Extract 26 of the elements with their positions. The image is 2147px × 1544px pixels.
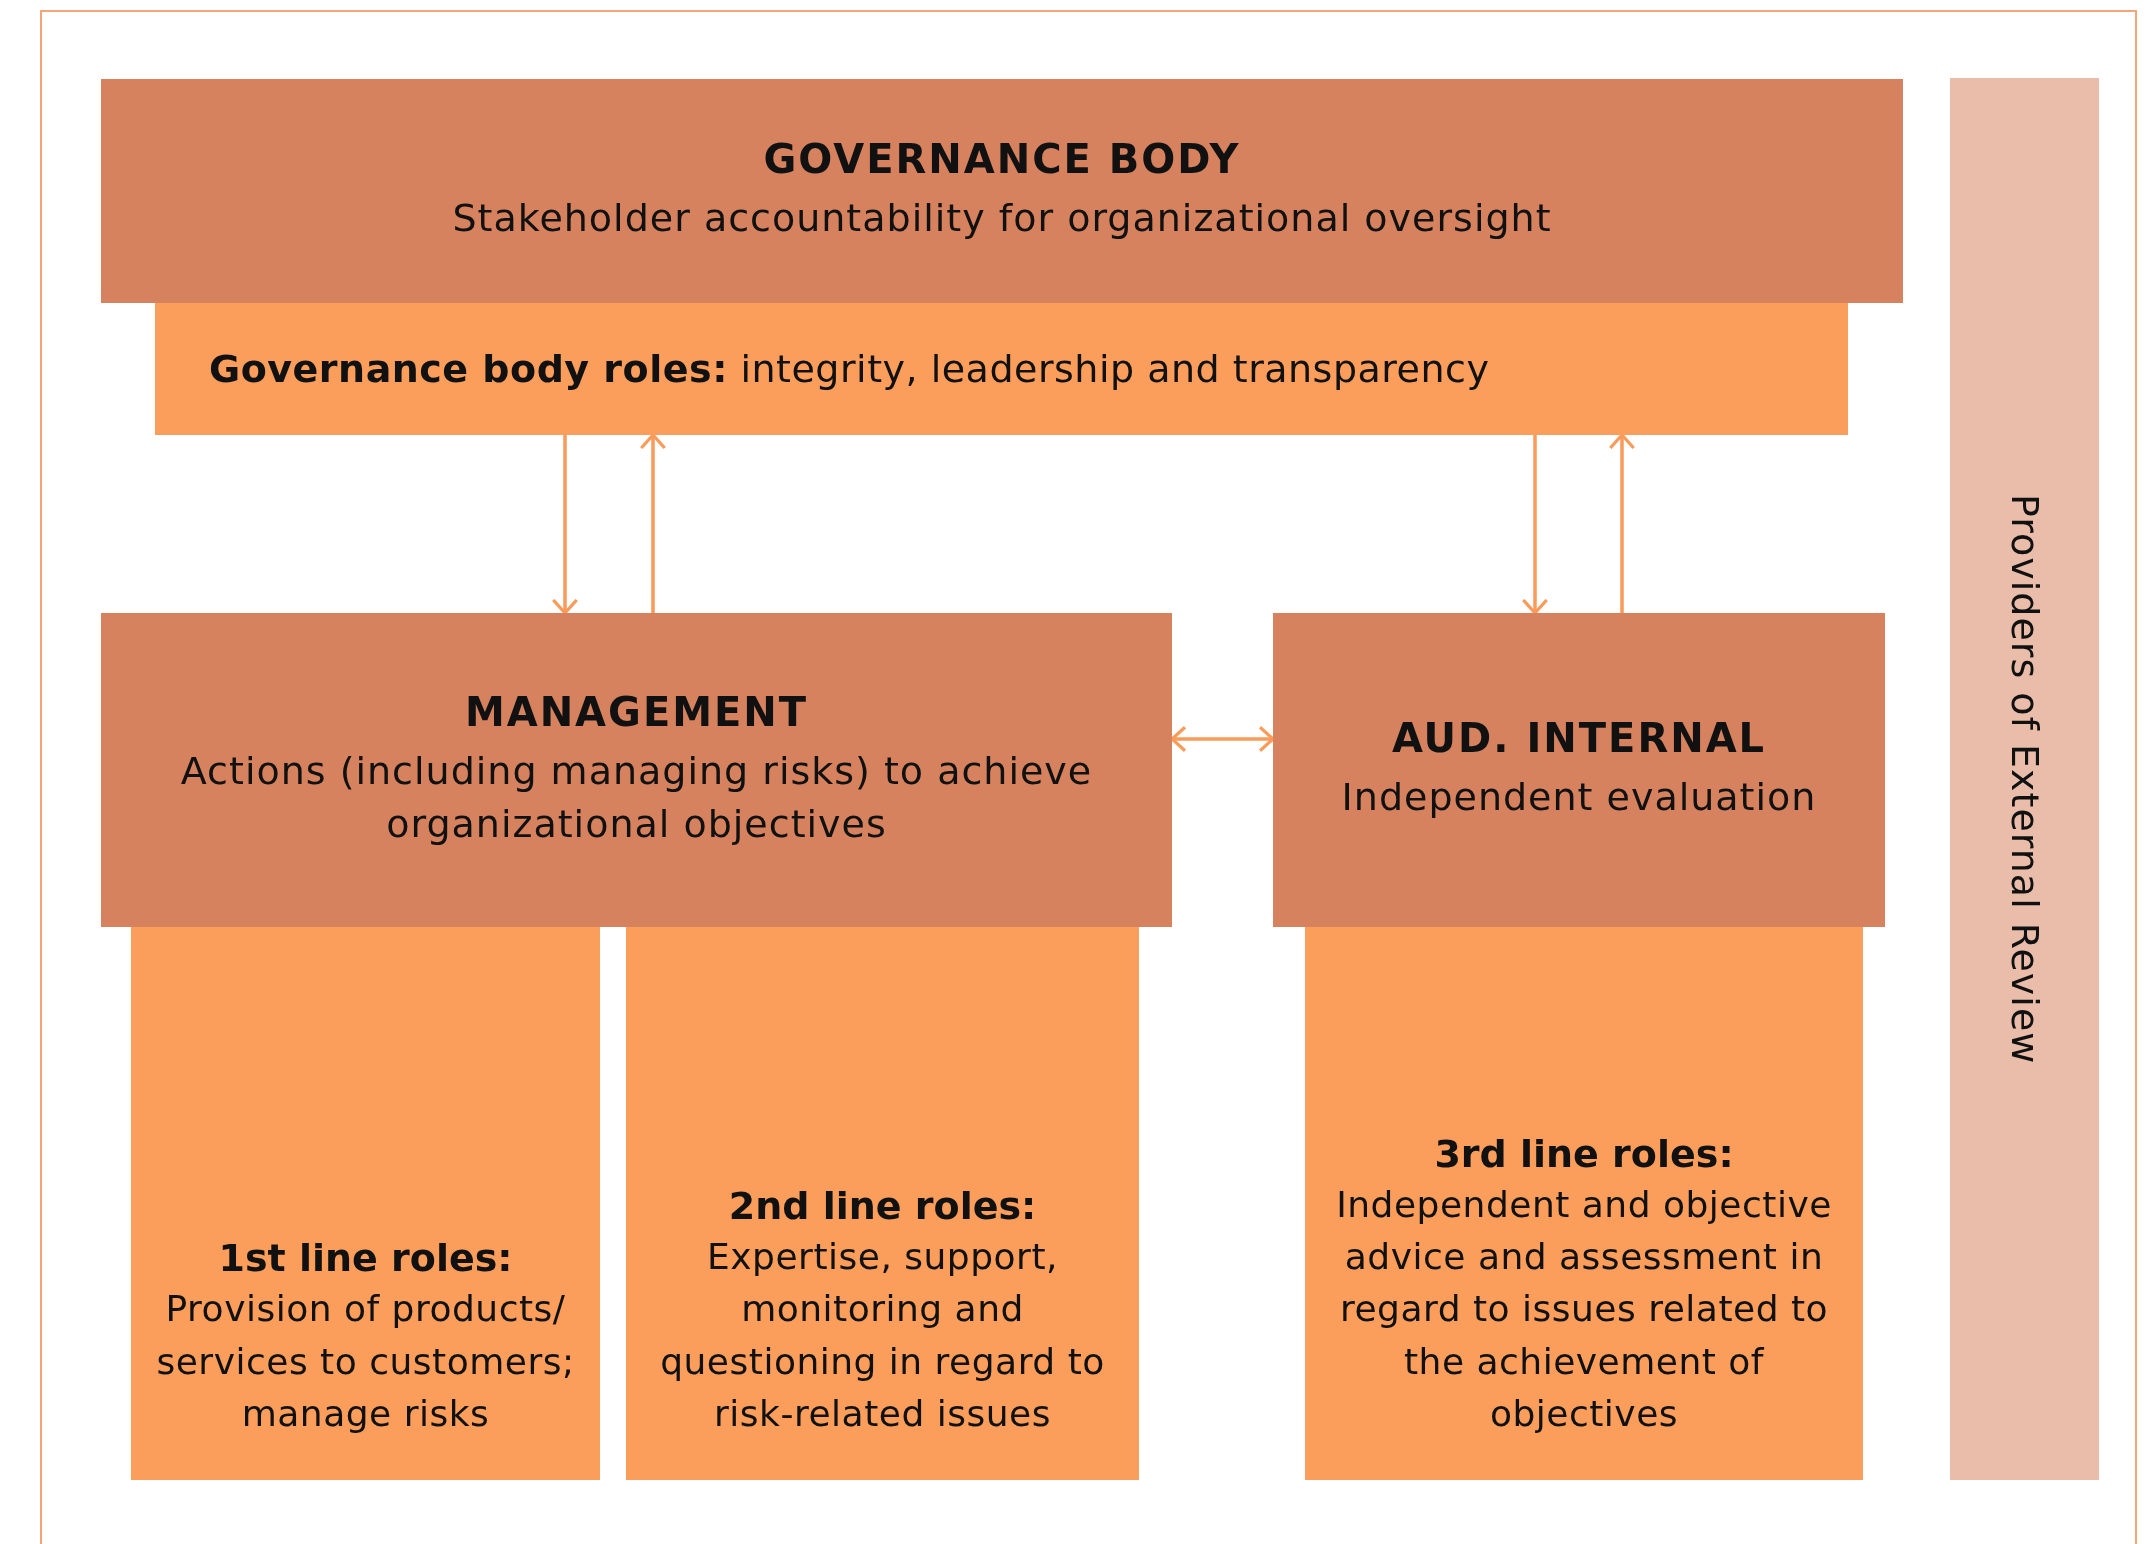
box-heading: GOVERNANCE BODY <box>763 136 1241 183</box>
heading-box <box>1273 613 1885 927</box>
roles-description: Expertise, support, monitoring and questioning in regard to risk-related issues <box>659 1235 1106 1436</box>
box-description: Actions (including managing risks) to achieve organizational objectives <box>179 747 1094 848</box>
roles-box <box>1305 927 1863 1480</box>
side-label: Providers of External Review <box>2002 493 2047 1065</box>
box-heading: AUD. INTERNAL <box>1391 715 1767 762</box>
arrow <box>639 433 667 613</box>
box-description: Independent evaluation <box>1341 774 1817 822</box>
roles-description: Independent and objective advice and assessment in regard to issues related to the achievement of objectives <box>1335 1183 1833 1436</box>
box-heading: MANAGEMENT <box>464 688 809 735</box>
roles-band <box>155 303 1848 435</box>
box-description: Stakeholder accountability for organizational oversight <box>452 195 1552 243</box>
arrow <box>1608 433 1636 613</box>
heading-box <box>101 613 1172 927</box>
side-bar <box>1950 78 2099 1480</box>
arrow <box>551 435 579 615</box>
arrow <box>1521 435 1549 615</box>
roles-heading: 2nd line roles: <box>728 1182 1037 1230</box>
roles-box <box>131 927 600 1480</box>
heading-box <box>101 79 1903 303</box>
roles-description: Provision of products/ services to customers; manage risks <box>155 1287 576 1436</box>
roles-heading: 3rd line roles: <box>1434 1130 1734 1178</box>
roles-heading: 1st line roles: <box>218 1235 513 1283</box>
roles-box <box>626 927 1139 1480</box>
roles-text: Governance body roles: integrity, leadership and transparency <box>209 347 1490 391</box>
